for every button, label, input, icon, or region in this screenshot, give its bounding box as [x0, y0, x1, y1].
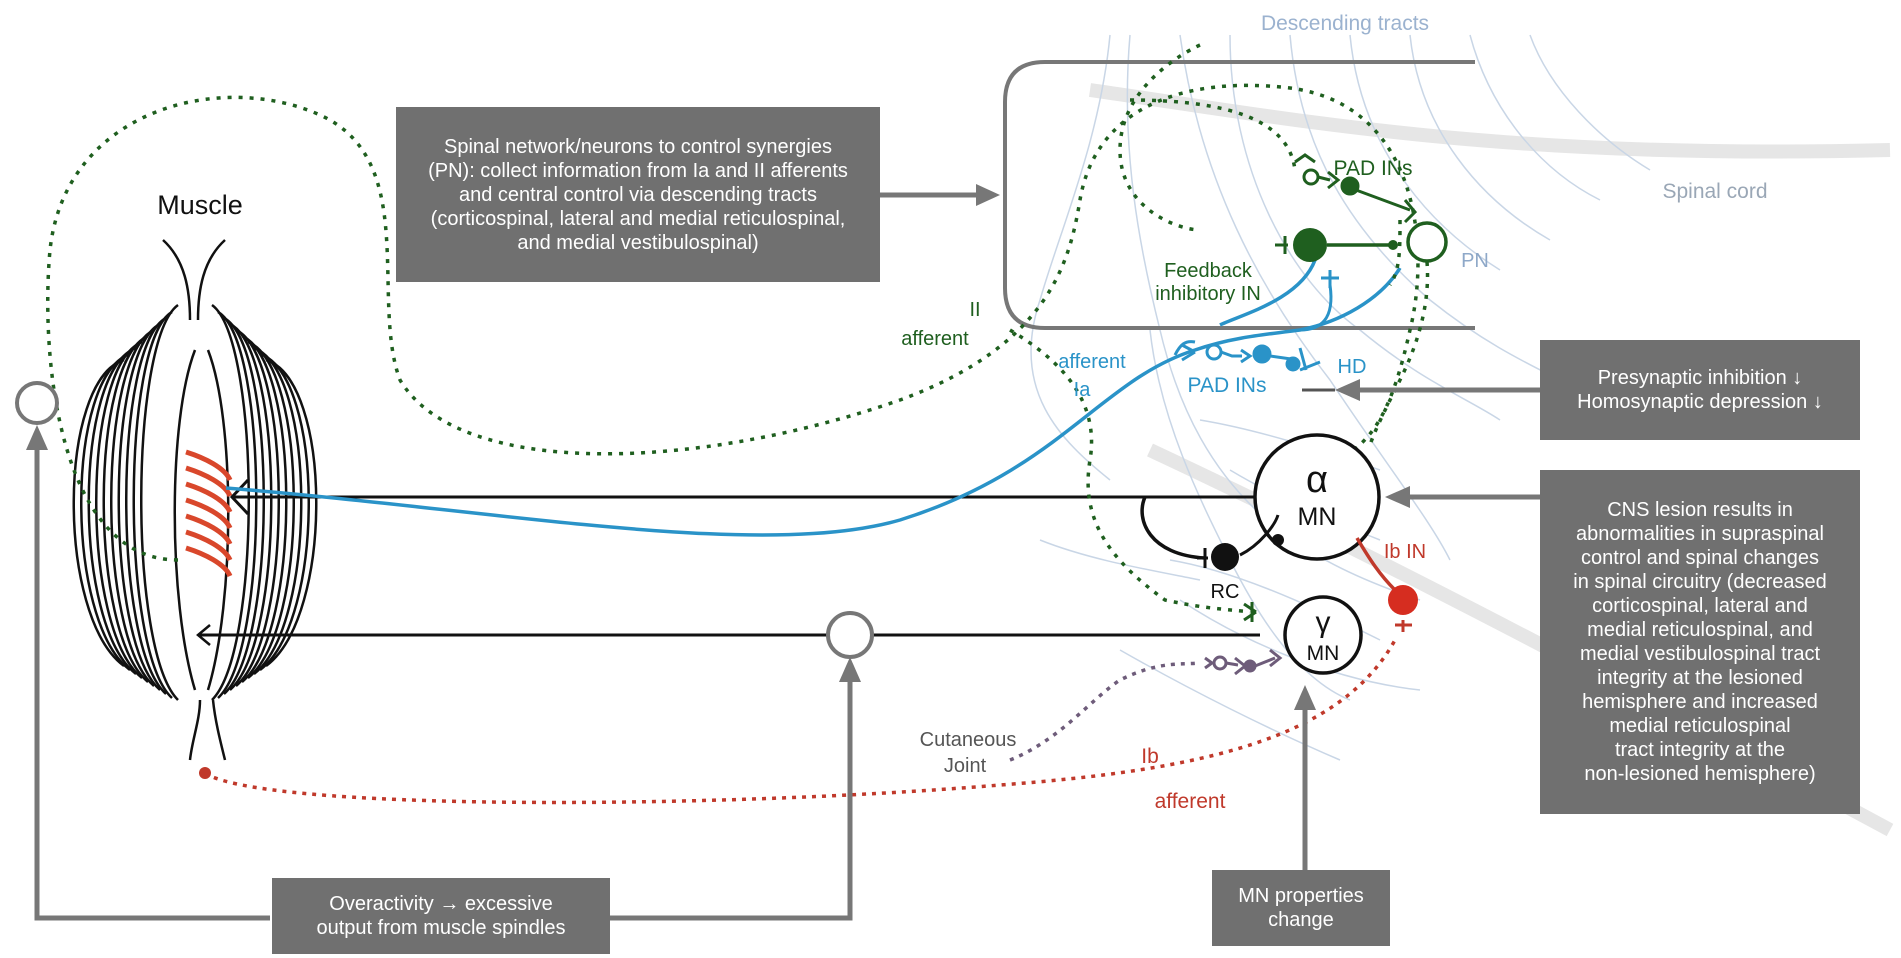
- label-alpha-mn: MN: [1298, 503, 1337, 531]
- cns-lesion-line: medial reticulospinal, and: [1587, 619, 1813, 641]
- label-ib-in: Ib IN: [1384, 541, 1426, 563]
- mn-properties-line: change: [1268, 909, 1334, 931]
- muscle-body: [72, 239, 318, 761]
- spindle-output-node-gamma: [826, 611, 874, 659]
- alpha-motoneuron: [1253, 433, 1381, 561]
- cns-lesion-line: tract integrity at the: [1614, 739, 1786, 761]
- ib-afferent-fiber: [204, 639, 1397, 805]
- cns-lesion-line: medial reticulospinal: [1609, 715, 1791, 737]
- mn-properties-text: MN properties change: [1238, 884, 1364, 932]
- presynaptic-line: Homosynaptic depression ↓: [1577, 391, 1823, 413]
- ii-branch-to-gamma: [1009, 328, 1251, 614]
- cns-lesion-line: medial vestibulospinal tract: [1579, 643, 1821, 665]
- label-cutaneous: Cutaneous: [920, 729, 1017, 751]
- spinal-network-text: Spinal network/neurons to control synerg…: [428, 135, 848, 255]
- label-alpha-symbol: α: [1306, 459, 1328, 501]
- spindle-annulospiral-coil: [185, 449, 233, 578]
- alpha-nmj: [229, 478, 250, 516]
- gamma-motoneuron: [1283, 595, 1363, 675]
- cns-lesion-line: abnormalities in supraspinal: [1576, 523, 1824, 545]
- ii-branch-to-pn: [1388, 219, 1402, 286]
- annotation-arrowheads: [26, 184, 1410, 710]
- ii-afferent-fiber: [45, 83, 1420, 562]
- spinal-network-line: and central control via descending tract…: [459, 183, 817, 206]
- label-muscle: Muscle: [157, 190, 243, 220]
- ia-branch-to-feedback-in: [1219, 259, 1317, 327]
- spinal-network-line: (corticospinal, lateral and medial retic…: [430, 207, 846, 230]
- label-ia-line2: Ia: [1074, 379, 1092, 401]
- cns-lesion-line: hemisphere and increased: [1582, 691, 1818, 713]
- cutaneous-afferent-fiber: [1009, 661, 1199, 762]
- overactivity-box: Overactivity → excessive output from mus…: [272, 878, 610, 954]
- annotation-arrows: [34, 192, 1540, 921]
- label-gamma-mn: MN: [1307, 642, 1340, 665]
- label-pn: PN: [1461, 250, 1489, 272]
- label-ia-line1: afferent: [1058, 351, 1126, 373]
- rc-to-alpha: [1239, 514, 1280, 557]
- label-ii-line2: afferent: [901, 328, 969, 350]
- gamma-synapse-green: [1243, 602, 1257, 622]
- label-ib-line2: afferent: [1155, 790, 1226, 813]
- pn-region-outline: [1003, 60, 1475, 330]
- ib-in-synapse: [1395, 620, 1412, 632]
- label-hd: HD: [1338, 356, 1367, 378]
- label-pad-ins-top: PAD INs: [1334, 157, 1413, 180]
- cns-lesion-line: CNS lesion results in: [1607, 499, 1793, 521]
- label-gamma-symbol: γ: [1316, 606, 1331, 639]
- cutaneous-synapse-chain: [1204, 648, 1283, 676]
- mn-properties-line: MN properties: [1238, 885, 1364, 907]
- label-descending-tracts: Descending tracts: [1261, 12, 1429, 35]
- pn-neuron: [1406, 221, 1448, 263]
- mn-properties-box: MN properties change: [1212, 870, 1390, 946]
- overactivity-line: output from muscle spindles: [316, 917, 566, 939]
- gamma-nmj: [196, 624, 211, 646]
- ia-pn-synapse: [1321, 270, 1339, 288]
- feedback-inhibitory-in-soma: [1293, 228, 1327, 262]
- cns-lesion-line: integrity at the lesioned: [1597, 667, 1803, 689]
- cns-lesion-line: control and spinal changes: [1581, 547, 1819, 569]
- renshaw-cell: [1211, 543, 1239, 571]
- ib-inhibitory-interneuron: [1388, 585, 1418, 615]
- cns-lesion-line: non-lesioned hemisphere): [1584, 763, 1816, 785]
- ia-afferent-fiber: [225, 267, 1402, 537]
- overactivity-text: Overactivity → excessive output from mus…: [316, 892, 565, 940]
- label-feedback-line1: Feedback: [1164, 260, 1253, 282]
- presynaptic-line: Presynaptic inhibition ↓: [1597, 367, 1803, 389]
- spindle-output-node-left: [15, 381, 59, 425]
- label-rc: RC: [1211, 581, 1240, 603]
- feedback-in-ii-synapse: [1275, 236, 1288, 254]
- ii-branch-to-pad-top: [1118, 43, 1201, 232]
- cns-lesion-text: CNS lesion results in abnormalities in s…: [1573, 498, 1826, 786]
- spinal-network-line: (PN): collect information from Ia and II…: [428, 159, 848, 182]
- label-joint: Joint: [944, 755, 987, 777]
- label-ii-line1: II: [969, 299, 980, 321]
- cns-lesion-line: in spinal circuitry (decreased: [1573, 571, 1827, 593]
- label-ib-line1: Ib: [1141, 745, 1159, 768]
- presynaptic-text: Presynaptic inhibition ↓ Homosynaptic de…: [1577, 366, 1823, 414]
- spinal-network-line: and medial vestibulospinal): [517, 231, 759, 254]
- rc-synapse: [1197, 548, 1208, 568]
- spinal-network-line: Spinal network/neurons to control synerg…: [444, 135, 832, 158]
- label-spinal-cord: Spinal cord: [1662, 180, 1767, 203]
- rc-alpha-terminal: [1272, 534, 1284, 546]
- cns-lesion-box: CNS lesion results in abnormalities in s…: [1540, 470, 1860, 814]
- feedback-in-to-pn-terminal: [1388, 240, 1398, 250]
- label-pad-ins-mid: PAD INs: [1188, 374, 1267, 397]
- ib-in-to-alpha: [1355, 537, 1397, 592]
- renshaw-recurrent-collateral: [1140, 496, 1206, 560]
- pad-ins-top-circuit: [1294, 153, 1418, 224]
- pad-ins-mid-circuit: [1181, 343, 1321, 372]
- presynaptic-inhibition-box: Presynaptic inhibition ↓ Homosynaptic de…: [1540, 340, 1860, 440]
- ia-branch-to-pn: [1299, 284, 1333, 332]
- overactivity-line: Overactivity → excessive: [329, 893, 553, 915]
- cns-lesion-line: corticospinal, lateral and: [1592, 595, 1808, 617]
- label-feedback-line2: inhibitory IN: [1155, 283, 1261, 305]
- golgi-tendon-organ: [199, 767, 211, 779]
- spinal-network-box: Spinal network/neurons to control synerg…: [396, 107, 880, 282]
